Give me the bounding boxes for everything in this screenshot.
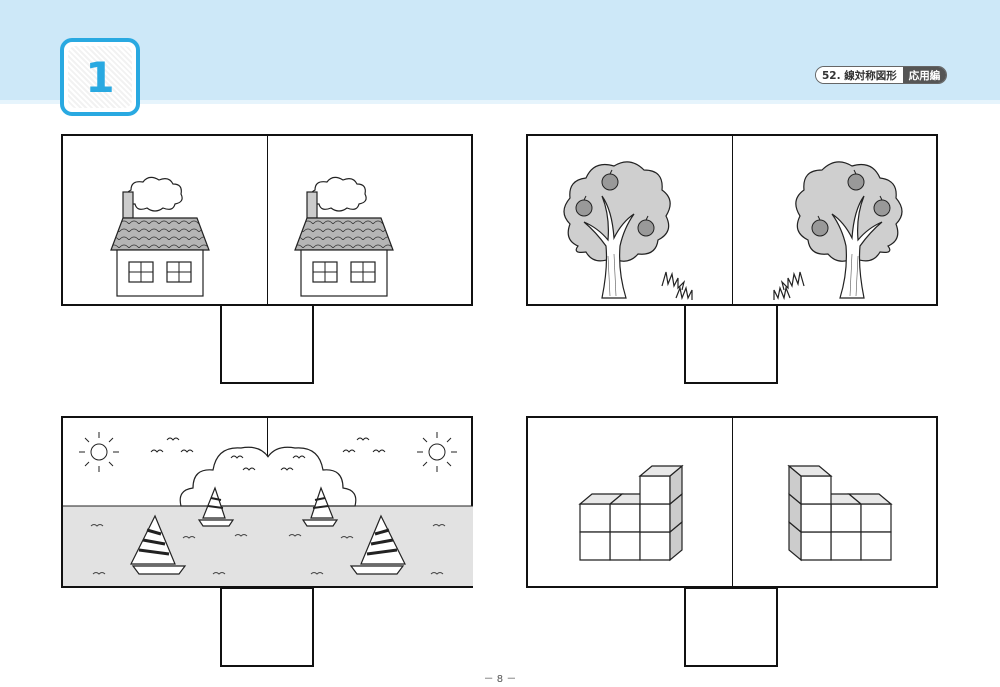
problem-number: 1 xyxy=(85,52,115,102)
page-number: － 8 － xyxy=(483,674,517,685)
panel-sailboat-scene-pair xyxy=(61,416,473,588)
apple-tree-mirrored-icon xyxy=(733,136,938,304)
answer-box-tree[interactable] xyxy=(684,304,778,384)
cube-stack-icon xyxy=(528,418,733,586)
section-level: 応用編 xyxy=(902,67,947,83)
answer-box-house[interactable] xyxy=(220,304,314,384)
panel-cube-stack-pair xyxy=(526,416,938,588)
sailboat-scene-mirrored-icon xyxy=(268,418,473,586)
problem-number-badge: 1 xyxy=(60,38,140,116)
apple-tree-icon xyxy=(528,136,733,304)
cube-stack-mirrored-icon xyxy=(733,418,938,586)
panel-apple-tree-pair xyxy=(526,134,938,306)
panel-house-pair xyxy=(61,134,473,306)
header-band xyxy=(0,0,1000,104)
answer-box-sailboat[interactable] xyxy=(220,587,314,667)
section-tag: 52. 線対称図形 応用編 xyxy=(815,66,948,84)
house-mirrored-icon xyxy=(268,136,473,304)
answer-box-cubes[interactable] xyxy=(684,587,778,667)
house-icon xyxy=(63,136,268,304)
section-title: 52. 線対称図形 xyxy=(816,67,903,83)
sailboat-scene-icon xyxy=(63,418,268,586)
